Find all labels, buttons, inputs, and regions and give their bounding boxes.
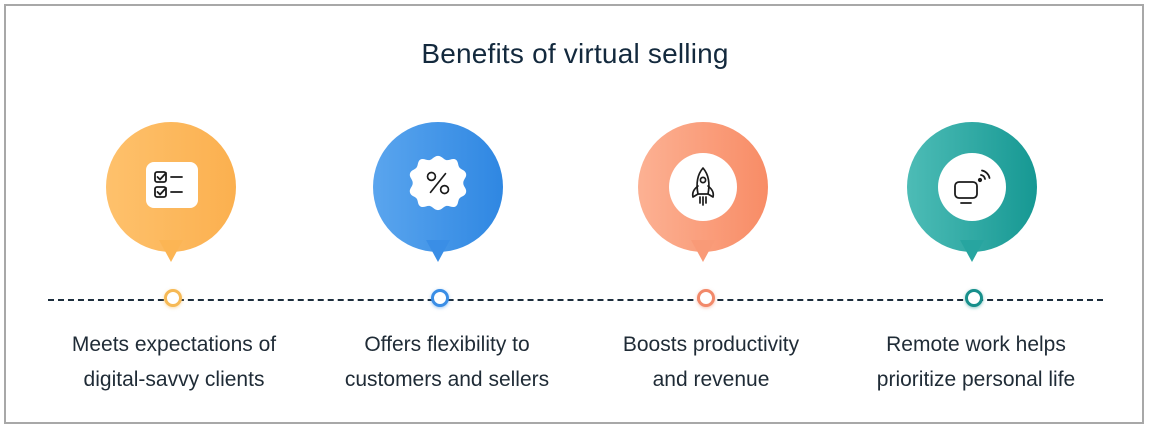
pin-flexibility xyxy=(373,122,503,272)
timeline-marker-4 xyxy=(965,289,983,307)
timeline-marker-3 xyxy=(697,289,715,307)
timeline-dashed-line xyxy=(48,299,1103,301)
timeline-marker-1 xyxy=(164,289,182,307)
benefit-label-line1: Offers flexibility to xyxy=(364,333,530,356)
benefit-label-line1: Boosts productivity xyxy=(622,333,800,356)
pin-remote-work xyxy=(907,122,1037,272)
benefit-label-line2: digital-savvy clients xyxy=(83,368,265,391)
benefit-label-4: Remote work helps prioritize personal li… xyxy=(841,327,1111,397)
benefit-label-line2: and revenue xyxy=(652,368,770,391)
pin-tail xyxy=(159,240,183,262)
pin-tail xyxy=(426,240,450,262)
timeline-marker-2 xyxy=(431,289,449,307)
pin-tail xyxy=(960,240,984,262)
benefit-label-line1: Remote work helps xyxy=(886,333,1066,356)
benefit-label-3: Boosts productivity and revenue xyxy=(576,327,846,397)
pin-expectations xyxy=(106,122,236,272)
benefit-label-1: Meets expectations of digital-savvy clie… xyxy=(39,327,309,397)
wireless-monitor-icon xyxy=(938,153,1006,221)
rocket-icon xyxy=(669,153,737,221)
percent-badge-icon xyxy=(409,154,467,212)
benefit-label-line2: prioritize personal life xyxy=(876,368,1076,391)
checklist-icon xyxy=(146,162,198,208)
pin-productivity xyxy=(638,122,768,272)
pin-tail xyxy=(691,240,715,262)
benefit-label-line1: Meets expectations of xyxy=(71,333,277,356)
benefit-label-2: Offers flexibility to customers and sell… xyxy=(312,327,582,397)
benefit-label-line2: customers and sellers xyxy=(344,368,550,391)
diagram-title: Benefits of virtual selling xyxy=(421,38,729,69)
